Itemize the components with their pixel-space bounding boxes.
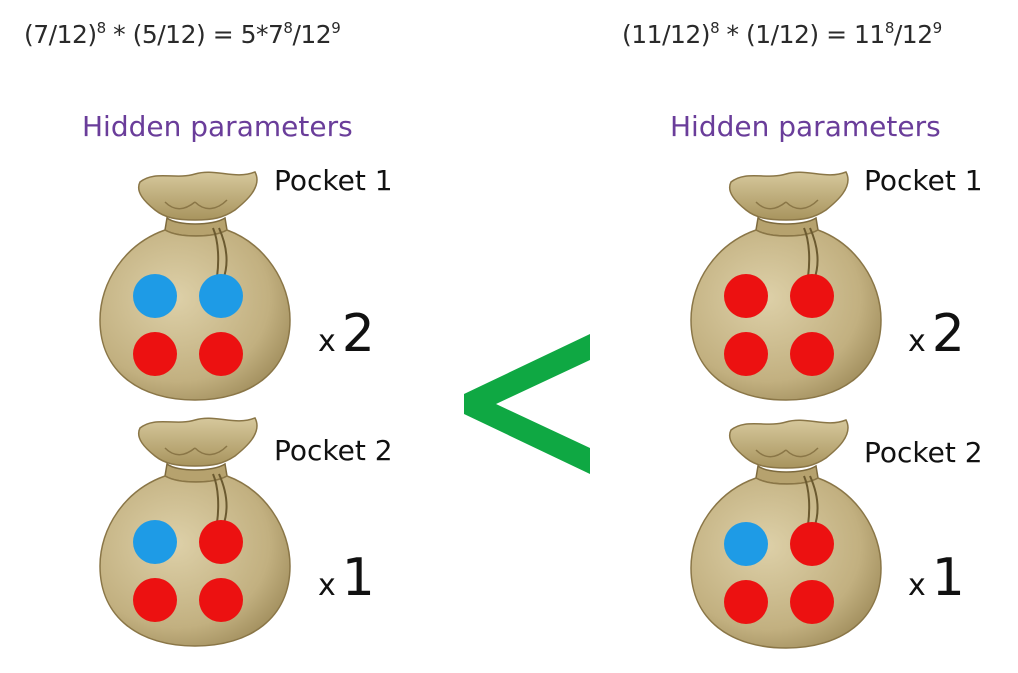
left-pocket2-ball-4: [199, 578, 243, 622]
right-formula-exp-c: 9: [932, 19, 943, 37]
left-pocket1-ball-3: [133, 332, 177, 376]
right-pocket1-ball-4: [790, 332, 834, 376]
right-pocket1-bag: [686, 162, 886, 406]
right-formula-exp-a: 8: [710, 19, 720, 37]
left-hidden-parameters-title: Hidden parameters: [82, 110, 353, 143]
left-pocket1-bag: [95, 162, 295, 406]
right-formula-part-c: /12: [893, 20, 933, 49]
left-formula-exp-c: 9: [331, 19, 341, 37]
left-formula-part-c: /12: [292, 20, 332, 49]
right-pocket2-ball-4: [790, 580, 834, 624]
right-pocket1-count: 2: [931, 304, 965, 364]
right-formula-exp-b: 8: [884, 19, 895, 37]
left-pocket1-ball-1: [133, 274, 177, 318]
right-formula: (11/12)8 * (1/12) = 118/129: [622, 20, 942, 49]
right-pocket2-bag: [686, 410, 886, 654]
left-pocket2-count: 1: [341, 548, 375, 608]
left-formula-exp-a: 8: [96, 19, 107, 37]
right-pocket2-ball-3: [724, 580, 768, 624]
left-pocket1-label: Pocket 1: [274, 164, 393, 197]
less-than-icon: [464, 334, 590, 474]
right-hidden-parameters-title: Hidden parameters: [670, 110, 941, 143]
left-pocket2-ball-3: [133, 578, 177, 622]
left-formula-exp-b: 8: [283, 19, 293, 37]
right-pocket2-count: 1: [931, 548, 965, 608]
left-pocket2-bag: [95, 408, 295, 652]
left-pocket2-label: Pocket 2: [274, 434, 393, 467]
right-pocket2-ball-1: [724, 522, 768, 566]
left-pocket1-ball-2: [199, 274, 243, 318]
left-pocket1-ball-4: [199, 332, 243, 376]
right-formula-part-a: (11/12): [622, 20, 711, 49]
right-pocket1-times: x: [908, 324, 926, 359]
bag-icon: [686, 162, 886, 402]
bag-icon: [686, 410, 886, 650]
left-formula-part-b: * (5/12) = 5*7: [105, 20, 284, 49]
right-pocket1-ball-2: [790, 274, 834, 318]
right-pocket2-ball-2: [790, 522, 834, 566]
right-pocket1-ball-1: [724, 274, 768, 318]
right-pocket2-label: Pocket 2: [864, 436, 983, 469]
left-pocket2-ball-2: [199, 520, 243, 564]
left-pocket2-ball-1: [133, 520, 177, 564]
right-pocket1-label: Pocket 1: [864, 164, 983, 197]
left-formula-part-a: (7/12): [24, 20, 97, 49]
bag-icon: [95, 162, 295, 402]
left-formula: (7/12)8 * (5/12) = 5*78/129: [24, 19, 341, 49]
left-pocket2-times: x: [318, 568, 336, 603]
right-formula-part-b: * (1/12) = 11: [719, 20, 886, 49]
right-pocket1-ball-3: [724, 332, 768, 376]
left-pocket1-times: x: [318, 324, 336, 359]
right-pocket2-times: x: [908, 568, 926, 603]
bag-icon: [95, 408, 295, 648]
left-pocket1-count: 2: [341, 304, 375, 364]
